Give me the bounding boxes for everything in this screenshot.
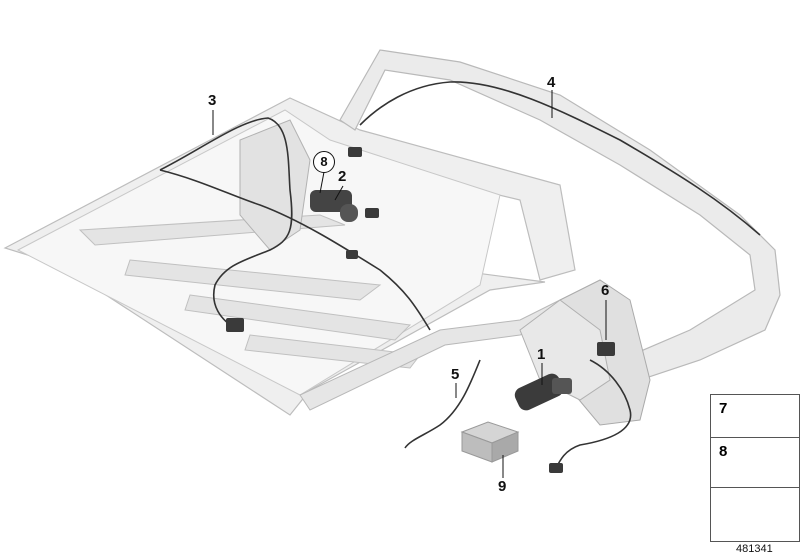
legend-item-8[interactable]: 8 xyxy=(711,438,799,488)
motor-body xyxy=(310,190,352,212)
wiring-harness-3-branch xyxy=(159,169,431,331)
callout-8-circled[interactable]: 8 xyxy=(313,151,335,173)
legend-item-7[interactable]: 7 xyxy=(711,395,799,438)
motor-cap xyxy=(340,204,358,222)
legend-panel: 7 8 xyxy=(710,394,800,542)
callout-2[interactable]: 2 xyxy=(338,168,347,185)
part-9-control-unit xyxy=(460,421,520,463)
connector xyxy=(597,342,615,356)
part-1-drive-motor xyxy=(514,373,572,411)
leader-lines xyxy=(212,90,607,478)
connector xyxy=(348,147,362,157)
wiring-harness-3 xyxy=(159,117,293,331)
wiring-harness-4 xyxy=(359,81,761,236)
wiring-harness-5 xyxy=(404,359,481,449)
box-side xyxy=(491,431,519,463)
bow-3 xyxy=(184,294,412,341)
drive-motor-body xyxy=(514,373,564,411)
motor-plug xyxy=(365,208,379,218)
callout-4[interactable]: 4 xyxy=(547,74,556,91)
wiring-harness-6 xyxy=(554,359,632,471)
connector xyxy=(346,250,358,259)
connector xyxy=(226,318,244,332)
top-frame-assembly xyxy=(3,49,781,426)
legend-item-8-label: 8 xyxy=(719,443,728,460)
drive-motor-gear xyxy=(552,378,572,394)
reference-number: 481341 xyxy=(736,543,773,555)
connectors xyxy=(226,147,615,473)
cable-harnesses xyxy=(159,81,761,471)
bow-2 xyxy=(124,259,382,301)
callout-5[interactable]: 5 xyxy=(451,366,460,383)
connector xyxy=(549,463,563,473)
callout-1[interactable]: 1 xyxy=(537,346,546,363)
callout-6[interactable]: 6 xyxy=(601,282,610,299)
legend-item-7-label: 7 xyxy=(719,400,728,417)
callout-9[interactable]: 9 xyxy=(498,478,507,495)
callout-3[interactable]: 3 xyxy=(208,92,217,109)
left-hinge-bracket xyxy=(239,119,311,251)
part-2-motor xyxy=(310,190,379,222)
